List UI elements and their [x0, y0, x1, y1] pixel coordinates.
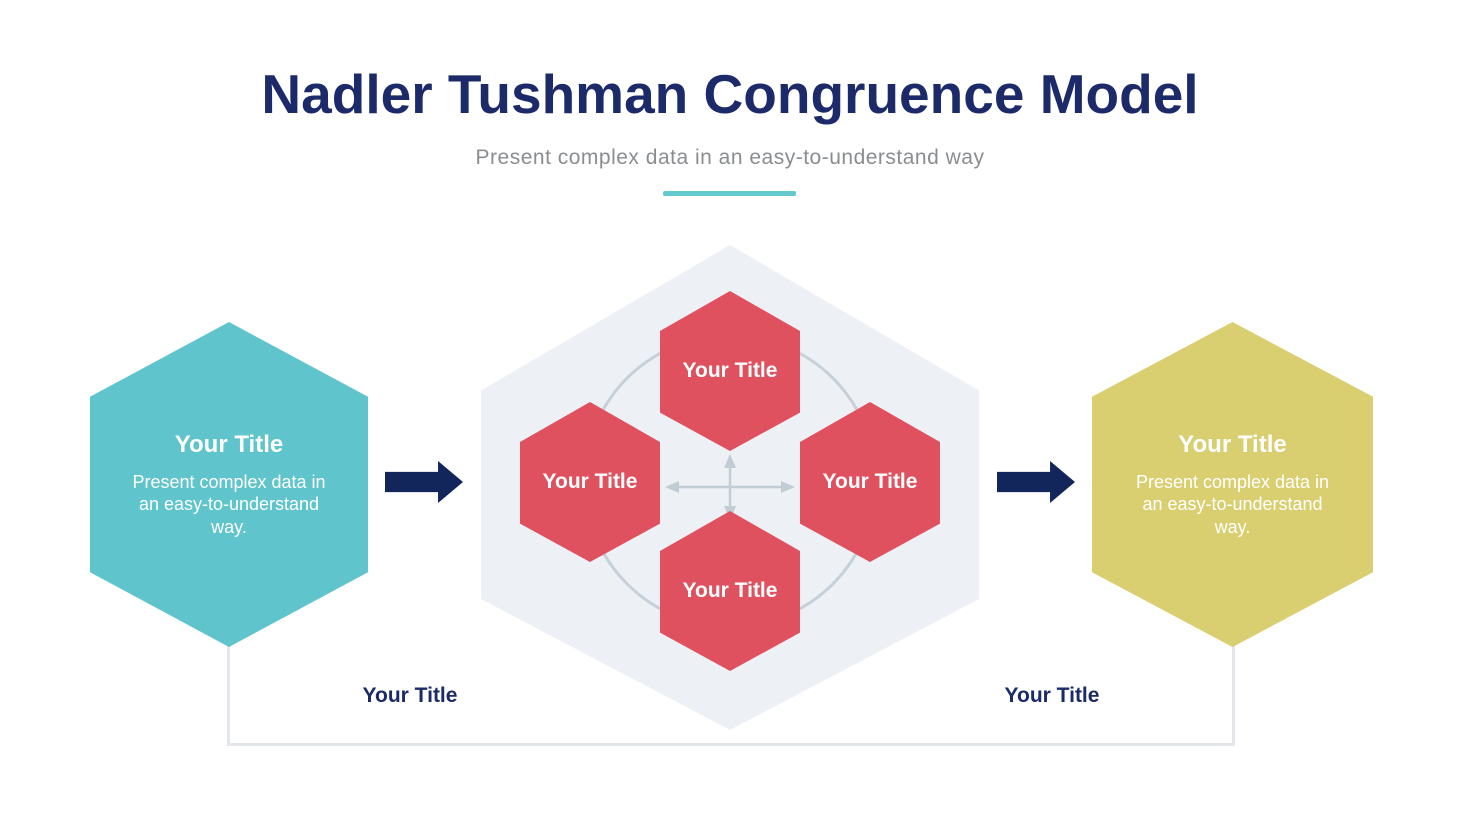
left-hexagon-title: Your Title	[174, 430, 284, 458]
component-hexagon-bottom-label: Your Title	[682, 579, 778, 602]
title-underline-accent	[663, 191, 796, 196]
subtitle: Present complex data in an easy-to-under…	[475, 146, 985, 169]
flow-arrow-right-icon	[997, 461, 1075, 503]
bottom-label-left: Your Title	[362, 684, 458, 707]
bottom-connector-bracket	[227, 641, 1235, 746]
component-hexagon-left-label: Your Title	[542, 470, 638, 493]
right-hexagon-title: Your Title	[1178, 430, 1287, 458]
component-hexagon-bottom: Your Title	[660, 511, 800, 671]
flow-arrow-left-icon	[385, 461, 463, 503]
component-hexagon-top-label: Your Title	[682, 359, 778, 382]
bottom-label-right: Your Title	[1004, 684, 1100, 707]
left-input-hexagon: Your Title Present complex data in an ea…	[90, 322, 368, 647]
left-hexagon-body: Present complex data in an easy-to-under…	[132, 471, 326, 537]
right-hexagon-body: Present complex data in an easy-to-under…	[1135, 471, 1330, 537]
right-output-hexagon: Your Title Present complex data in an ea…	[1092, 322, 1373, 647]
page-title: Nadler Tushman Congruence Model	[261, 63, 1199, 125]
cross-arrows-icon	[665, 454, 795, 520]
component-hexagon-right-label: Your Title	[822, 470, 918, 493]
